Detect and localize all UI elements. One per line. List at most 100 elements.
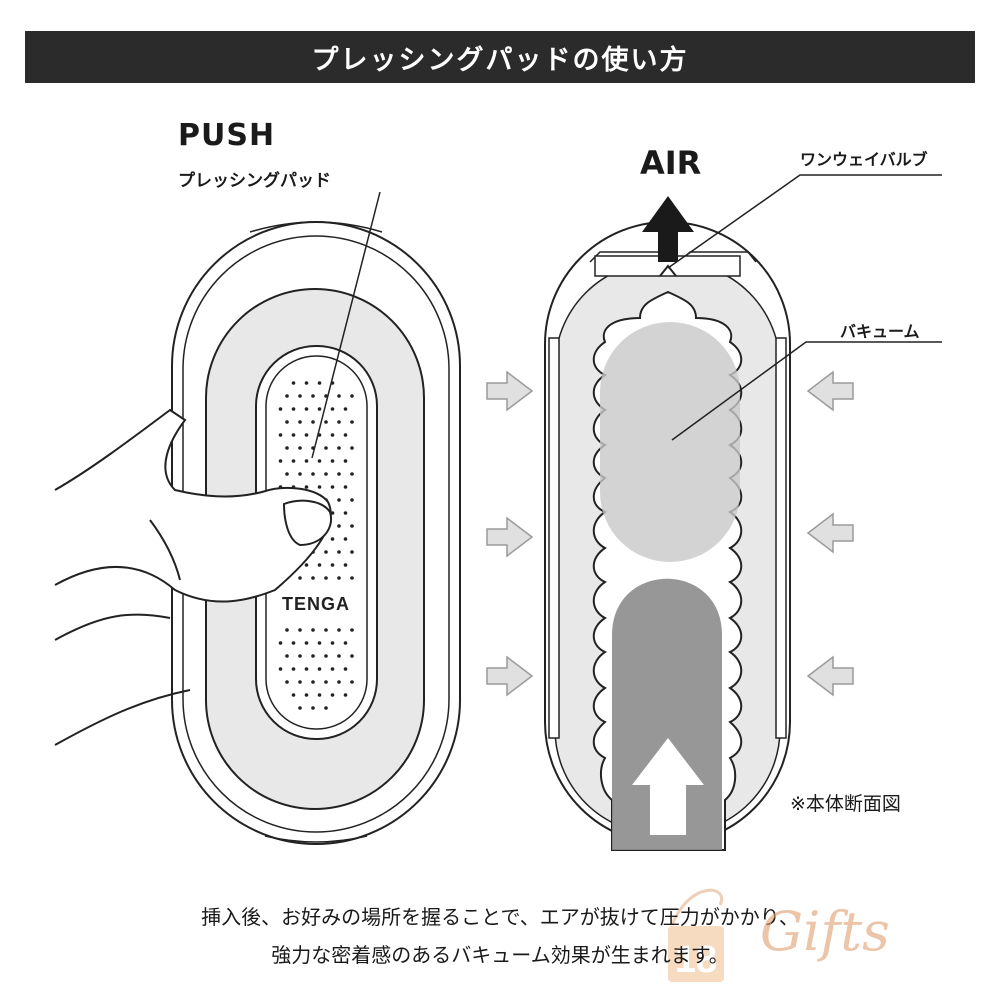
- pad-dot: [350, 628, 354, 632]
- pad-dot: [330, 563, 335, 567]
- right-device-section: [544, 221, 791, 851]
- pressure-arrow-left-3: [486, 655, 534, 697]
- watermark-number: 18: [675, 939, 717, 981]
- pressure-arrow-left-2: [486, 516, 534, 558]
- pad-dot: [278, 433, 283, 437]
- pad-dot: [311, 654, 315, 658]
- device-top-cap: [249, 221, 383, 233]
- pad-dot: [298, 472, 302, 476]
- pad-dot: [278, 641, 283, 645]
- pad-dot: [330, 459, 335, 463]
- air-arrow: [642, 196, 694, 262]
- pad-dot: [324, 680, 328, 684]
- pad-dot: [298, 420, 302, 424]
- pad-dot: [343, 693, 348, 697]
- pad-dot: [291, 693, 296, 697]
- pad-dot: [324, 550, 328, 554]
- one-way-valve: [659, 264, 677, 277]
- pad-dot: [343, 485, 348, 489]
- watermark-badge: [668, 926, 724, 982]
- caption-line-1: 挿入後、お好みの場所を握ることで、エアが抜けて圧力がかかり、: [201, 905, 799, 929]
- pad-dot: [337, 472, 341, 476]
- push-label: PUSH: [178, 118, 276, 153]
- pad-dot: [324, 576, 328, 580]
- pad-dot: [285, 420, 289, 424]
- pad-dot: [343, 641, 348, 645]
- watermark-swirl: [670, 888, 724, 926]
- pad-dot: [311, 680, 315, 684]
- watermark-logo: 18: [668, 888, 724, 982]
- pad-dot: [324, 472, 328, 476]
- pad-dot: [291, 407, 296, 411]
- pad-dot: [291, 667, 296, 671]
- pad-dot: [330, 485, 335, 489]
- pressing-pad-label: プレッシングパッド: [178, 171, 331, 191]
- pad-dot: [324, 654, 328, 658]
- pad-dot: [343, 563, 348, 567]
- pressure-arrow-right-3: [806, 655, 854, 697]
- pad-dot: [343, 407, 348, 411]
- pad-dot: [317, 667, 322, 671]
- pad-dot: [317, 693, 322, 697]
- pad-dot: [298, 394, 302, 398]
- pad-dot: [330, 667, 335, 671]
- pad-dot: [291, 641, 296, 645]
- pad-dot: [278, 667, 283, 671]
- pad-dot: [317, 407, 322, 411]
- pad-dot: [311, 420, 315, 424]
- pad-dot: [285, 472, 289, 476]
- pad-dot: [304, 693, 309, 697]
- pad-dot: [337, 498, 341, 502]
- pad-dot: [304, 407, 309, 411]
- pad-dot: [343, 537, 348, 541]
- pad-dot: [304, 563, 309, 567]
- pad-dot: [337, 654, 341, 658]
- pad-dot: [304, 641, 309, 645]
- pad-dot: [298, 706, 302, 710]
- pad-dot: [350, 654, 354, 658]
- pad-dot: [311, 628, 315, 632]
- pad-dot: [298, 654, 302, 658]
- pad-dot: [337, 524, 341, 528]
- pad-dot: [343, 459, 348, 463]
- pad-dot: [298, 576, 302, 580]
- pad-dot: [350, 394, 354, 398]
- pad-dot: [343, 667, 348, 671]
- pressure-arrow-right-2: [806, 512, 854, 554]
- pad-dot: [324, 446, 328, 450]
- pad-dot: [304, 485, 309, 489]
- pad-dot: [337, 680, 341, 684]
- vacuum-area: [600, 322, 740, 562]
- pressure-arrow-left-1: [486, 370, 534, 412]
- right-side-rib: [775, 337, 787, 739]
- pad-dot: [285, 628, 289, 632]
- pad-dot: [298, 680, 302, 684]
- pad-dot: [317, 485, 322, 489]
- valve-leader-line: [667, 174, 942, 269]
- pad-leader-line: [311, 191, 381, 459]
- pad-dot: [350, 524, 354, 528]
- hand-illustration: [54, 408, 333, 746]
- pad-dot: [311, 576, 315, 580]
- pad-dot: [337, 394, 341, 398]
- pad-dot: [298, 628, 302, 632]
- pad-dot: [285, 394, 289, 398]
- pad-dot: [317, 459, 322, 463]
- caption: 挿入後、お好みの場所を握ることで、エアが抜けて圧力がかかり、 強力な密着感のある…: [0, 898, 1000, 974]
- pad-dot: [337, 446, 341, 450]
- pad-dot: [337, 628, 341, 632]
- watermark-text: Gifts: [760, 900, 890, 963]
- pad-dot: [278, 407, 283, 411]
- pad-dot: [285, 654, 289, 658]
- pad-dot: [350, 472, 354, 476]
- pad-dot: [350, 576, 354, 580]
- brand-logo: TENGA: [282, 594, 350, 614]
- pressure-arrows: [486, 370, 854, 697]
- pad-dot: [298, 446, 302, 450]
- air-label: AIR: [640, 144, 702, 182]
- left-side-rib: [548, 337, 560, 739]
- pad-dot: [291, 381, 296, 385]
- device-bottom-cap: [264, 835, 368, 843]
- vacuum-label: バキューム: [840, 322, 920, 341]
- pad-dot: [324, 420, 328, 424]
